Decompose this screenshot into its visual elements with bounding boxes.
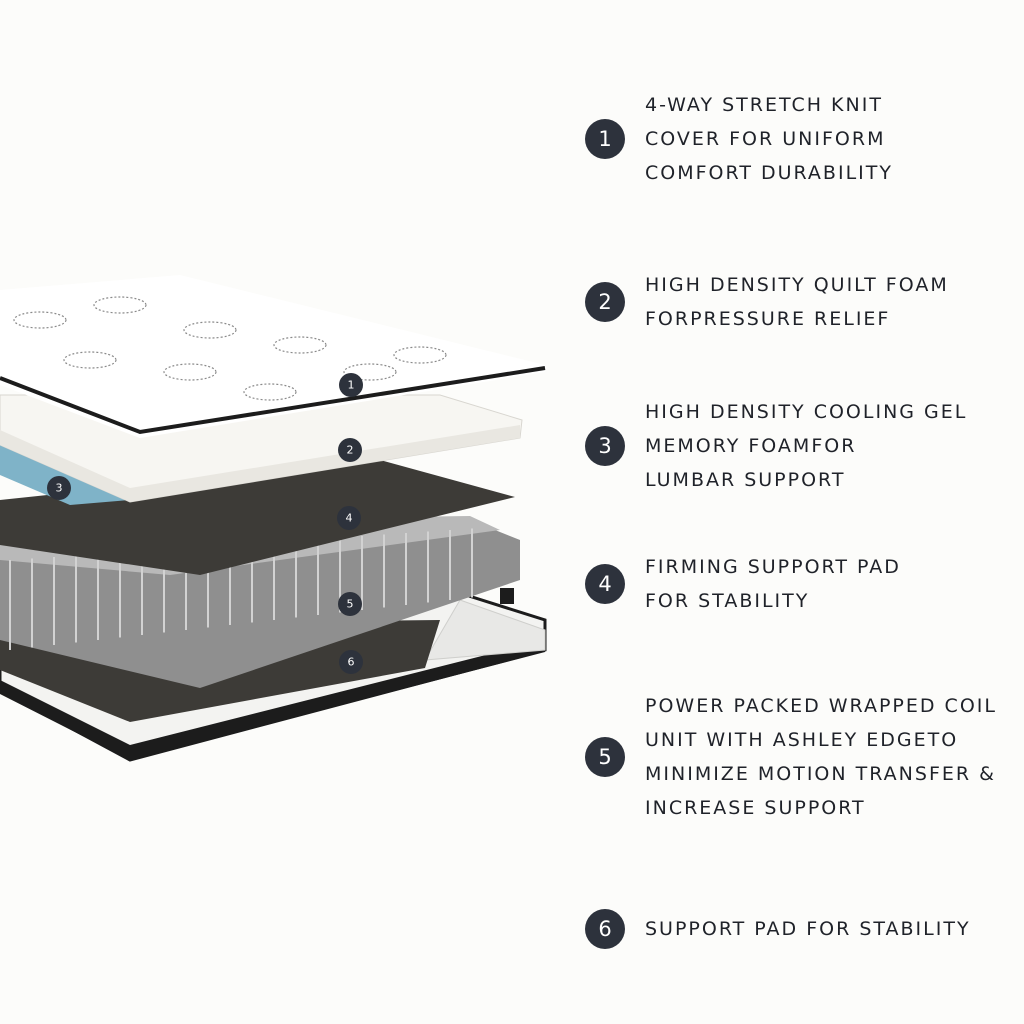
feature-description: HIGH DENSITY QUILT FOAM FORPRESSURE RELI…: [645, 268, 949, 336]
svg-text:1: 1: [348, 379, 355, 392]
feature-2: 2 HIGH DENSITY QUILT FOAM FORPRESSURE RE…: [585, 268, 949, 336]
mattress-cutaway-illustration: 1 2 3 4 5 6: [0, 275, 547, 762]
feature-6: 6 SUPPORT PAD FOR STABILITY: [585, 909, 971, 949]
feature-description: 4-WAY STRETCH KNIT COVER FOR UNIFORM COM…: [645, 88, 893, 190]
feature-line: FIRMING SUPPORT PAD: [645, 556, 901, 578]
feature-number-badge: 2: [585, 282, 625, 322]
feature-number-badge: 4: [585, 564, 625, 604]
feature-line: INCREASE SUPPORT: [645, 797, 866, 819]
feature-description: SUPPORT PAD FOR STABILITY: [645, 912, 971, 946]
feature-line: COMFORT DURABILITY: [645, 162, 893, 184]
layer-1-knit-cover: [0, 275, 546, 438]
layer-markers: 1 2 3 4 5 6: [47, 373, 363, 674]
layer-marker-1: 1: [339, 373, 363, 397]
feature-line: FORPRESSURE RELIEF: [645, 308, 891, 330]
feature-line: HIGH DENSITY QUILT FOAM: [645, 274, 949, 296]
feature-line: 4-WAY STRETCH KNIT: [645, 94, 883, 116]
feature-4: 4 FIRMING SUPPORT PAD FOR STABILITY: [585, 550, 901, 618]
feature-line: HIGH DENSITY COOLING GEL: [645, 401, 968, 423]
layer-marker-5: 5: [338, 592, 362, 616]
feature-line: MINIMIZE MOTION TRANSFER &: [645, 763, 996, 785]
feature-1: 1 4-WAY STRETCH KNIT COVER FOR UNIFORM C…: [585, 88, 893, 190]
layer-marker-6: 6: [339, 650, 363, 674]
svg-text:3: 3: [56, 482, 63, 495]
layer-marker-2: 2: [338, 438, 362, 462]
feature-description: POWER PACKED WRAPPED COIL UNIT WITH ASHL…: [645, 689, 997, 825]
feature-line: FOR STABILITY: [645, 590, 810, 612]
svg-text:6: 6: [348, 656, 355, 669]
feature-line: COVER FOR UNIFORM: [645, 128, 886, 150]
feature-line: POWER PACKED WRAPPED COIL: [645, 695, 997, 717]
svg-text:4: 4: [346, 512, 353, 525]
feature-description: FIRMING SUPPORT PAD FOR STABILITY: [645, 550, 901, 618]
feature-line: LUMBAR SUPPORT: [645, 469, 846, 491]
feature-5: 5 POWER PACKED WRAPPED COIL UNIT WITH AS…: [585, 689, 997, 825]
feature-line: MEMORY FOAMFOR: [645, 435, 857, 457]
layer-marker-3: 3: [47, 476, 71, 500]
feature-line: SUPPORT PAD FOR STABILITY: [645, 918, 971, 940]
svg-text:2: 2: [347, 444, 354, 457]
feature-number-badge: 3: [585, 426, 625, 466]
feature-line: UNIT WITH ASHLEY EDGETO: [645, 729, 959, 751]
feature-description: HIGH DENSITY COOLING GEL MEMORY FOAMFOR …: [645, 395, 967, 497]
feature-number-badge: 5: [585, 737, 625, 777]
feature-number-badge: 6: [585, 909, 625, 949]
feature-number-badge: 1: [585, 119, 625, 159]
svg-text:5: 5: [347, 598, 354, 611]
layer-marker-4: 4: [337, 506, 361, 530]
feature-3: 3 HIGH DENSITY COOLING GEL MEMORY FOAMFO…: [585, 395, 967, 497]
